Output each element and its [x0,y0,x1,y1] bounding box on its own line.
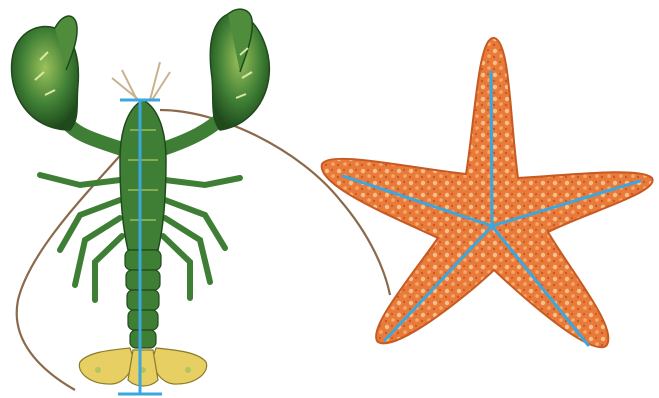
starfish-symmetry-line-top [491,72,492,226]
lobster-left-legs [40,175,122,300]
lobster-antennule-left [112,70,139,100]
lobster-carapace [120,100,166,250]
lobster-right-legs [163,178,240,298]
lobster-antennule-right [150,62,170,100]
lobster-tail [125,250,161,348]
starfish [322,38,653,347]
lobster [12,9,390,394]
